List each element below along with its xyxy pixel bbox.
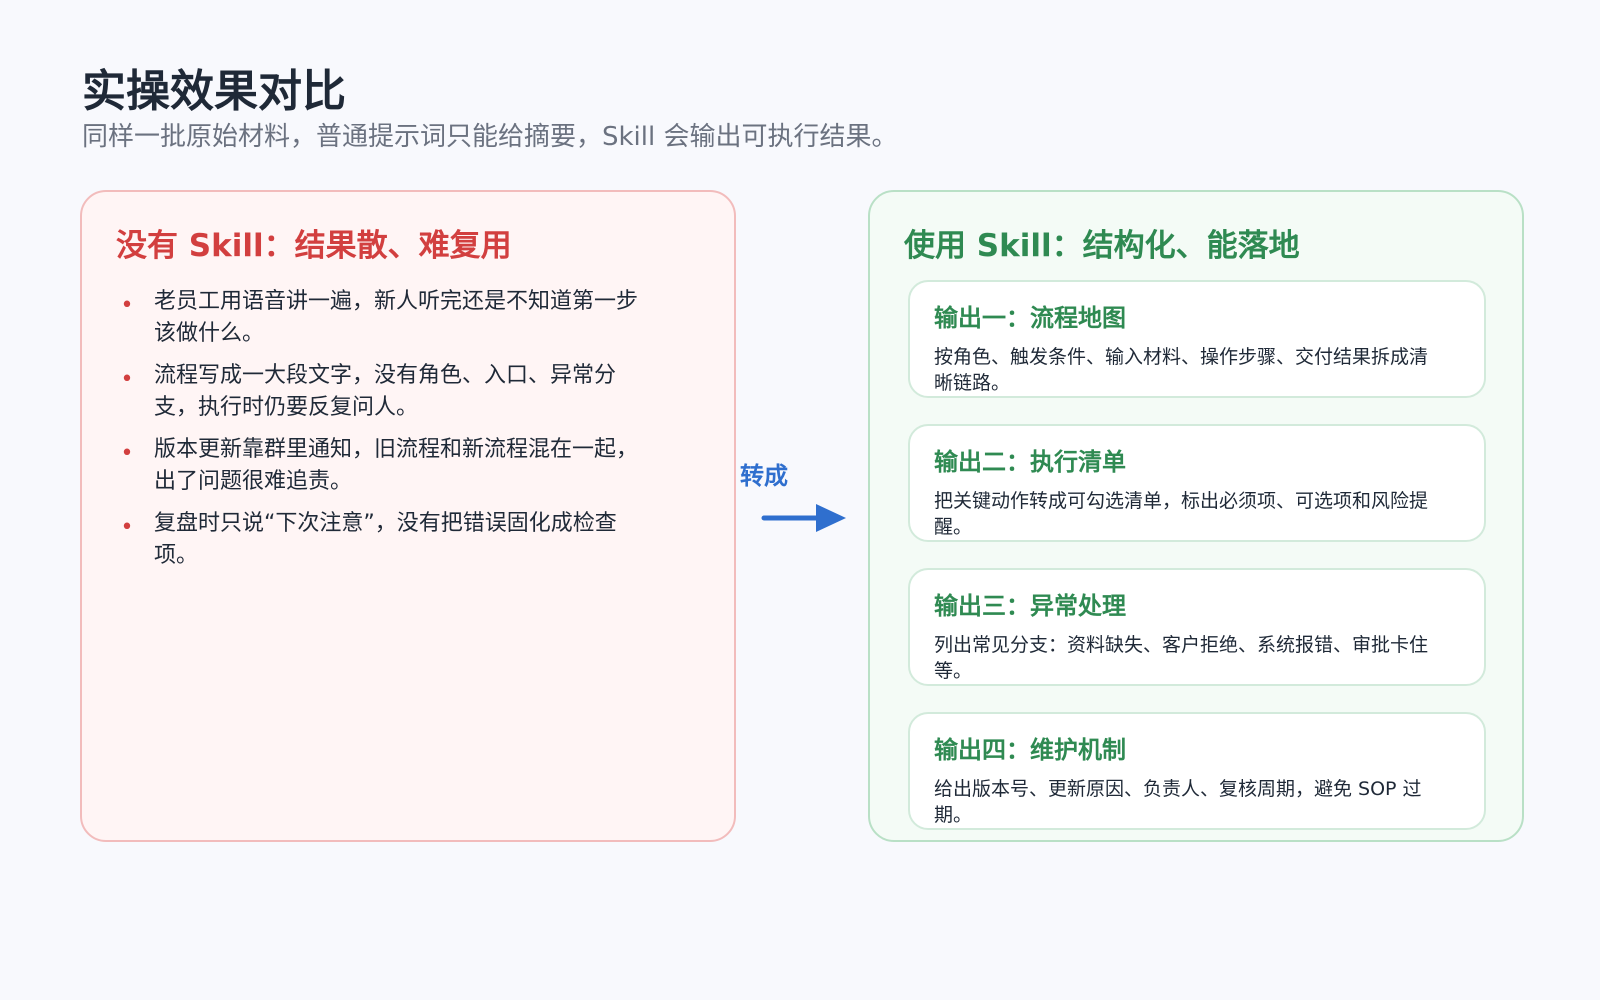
without-skill-panel: 没有 Skill：结果散、难复用 • 老员工用语音讲一遍，新人听完还是不知道第一… <box>80 190 736 842</box>
with-skill-panel: 使用 Skill：结构化、能落地 输出一：流程地图 按角色、触发条件、输入材料、… <box>868 190 1524 842</box>
bullet-dot-icon: • <box>120 367 134 392</box>
problem-list: • 老员工用语音讲一遍，新人听完还是不知道第一步该做什么。 • 流程写成一大段文… <box>118 286 658 582</box>
page-title: 实操效果对比 <box>82 66 346 117</box>
page-subtitle: 同样一批原始材料，普通提示词只能给摘要，Skill 会输出可执行结果。 <box>82 122 898 152</box>
problem-text: 流程写成一大段文字，没有角色、入口、异常分支，执行时仍要反复问人。 <box>154 363 617 420</box>
output-card: 输出一：流程地图 按角色、触发条件、输入材料、操作步骤、交付结果拆成清晰链路。 <box>908 280 1486 398</box>
output-card-desc: 给出版本号、更新原因、负责人、复核周期，避免 SOP 过期。 <box>934 778 1422 826</box>
output-card-title: 输出二：执行清单 <box>934 448 1126 476</box>
arrow-label: 转成 <box>740 462 788 490</box>
problem-item: • 复盘时只说“下次注意”，没有把错误固化成检查项。 <box>118 508 658 572</box>
without-skill-title: 没有 Skill：结果散、难复用 <box>116 228 512 264</box>
output-card: 输出三：异常处理 列出常见分支：资料缺失、客户拒绝、系统报错、审批卡住等。 <box>908 568 1486 686</box>
output-card: 输出二：执行清单 把关键动作转成可勾选清单，标出必须项、可选项和风险提醒。 <box>908 424 1486 542</box>
output-card-title: 输出四：维护机制 <box>934 736 1126 764</box>
output-card-desc: 列出常见分支：资料缺失、客户拒绝、系统报错、审批卡住等。 <box>934 634 1429 682</box>
arrow-right-icon <box>761 504 846 532</box>
output-card-title: 输出一：流程地图 <box>934 304 1126 332</box>
bullet-dot-icon: • <box>120 515 134 540</box>
with-skill-title: 使用 Skill：结构化、能落地 <box>904 228 1300 264</box>
output-card-desc: 按角色、触发条件、输入材料、操作步骤、交付结果拆成清晰链路。 <box>934 346 1429 394</box>
problem-text: 老员工用语音讲一遍，新人听完还是不知道第一步该做什么。 <box>154 289 639 346</box>
problem-item: • 版本更新靠群里通知，旧流程和新流程混在一起，出了问题很难追责。 <box>118 434 658 498</box>
bullet-dot-icon: • <box>120 293 134 318</box>
output-card: 输出四：维护机制 给出版本号、更新原因、负责人、复核周期，避免 SOP 过期。 <box>908 712 1486 830</box>
output-card-desc: 把关键动作转成可勾选清单，标出必须项、可选项和风险提醒。 <box>934 490 1429 538</box>
problem-item: • 流程写成一大段文字，没有角色、入口、异常分支，执行时仍要反复问人。 <box>118 360 658 424</box>
output-card-title: 输出三：异常处理 <box>934 592 1126 620</box>
problem-text: 复盘时只说“下次注意”，没有把错误固化成检查项。 <box>154 511 617 568</box>
problem-item: • 老员工用语音讲一遍，新人听完还是不知道第一步该做什么。 <box>118 286 658 350</box>
problem-text: 版本更新靠群里通知，旧流程和新流程混在一起，出了问题很难追责。 <box>154 437 639 494</box>
bullet-dot-icon: • <box>120 441 134 466</box>
